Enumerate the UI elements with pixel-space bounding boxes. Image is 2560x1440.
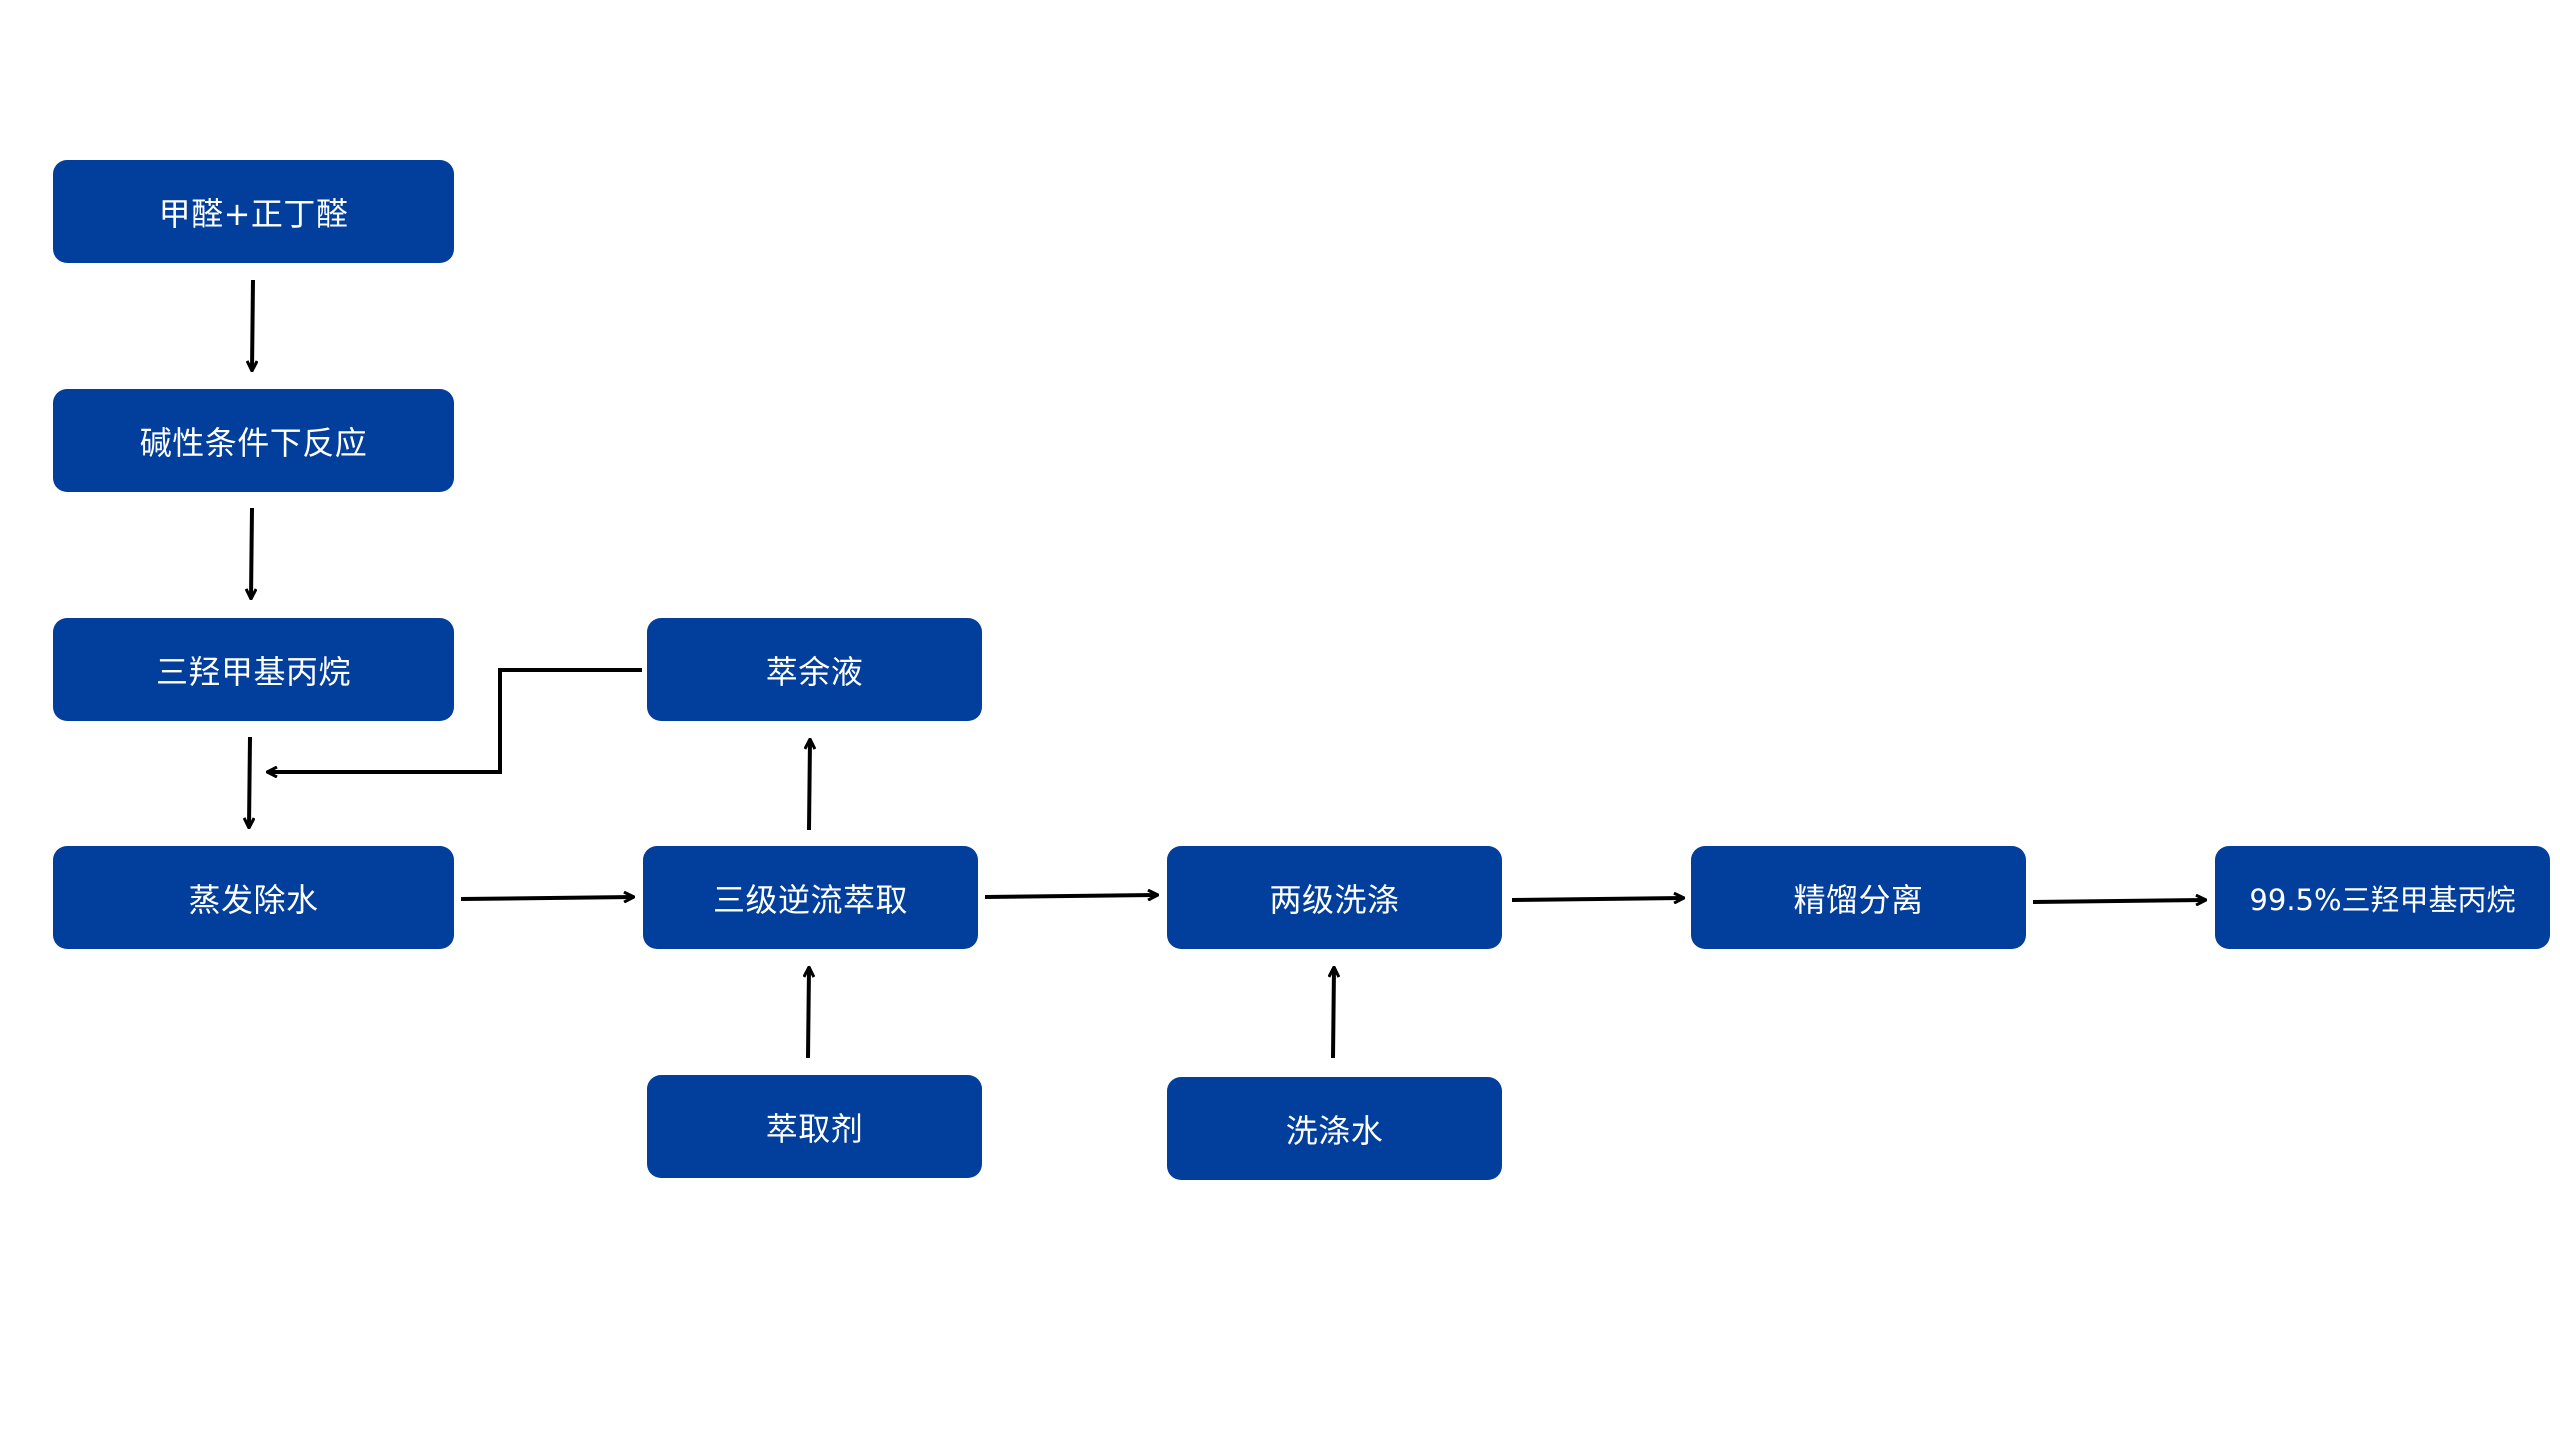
arrow-n10-n11 <box>2032 900 2205 902</box>
node-label: 甲醛+正丁醛 <box>158 194 349 233</box>
arrow-n1-n2 <box>252 279 253 370</box>
node-label: 蒸发除水 <box>188 880 319 919</box>
node-label: 洗涤水 <box>1285 1111 1384 1150</box>
arrow-n9-n8 <box>1333 968 1334 1059</box>
arrow-n4-n6 <box>460 897 633 899</box>
node-distillation-separation: 精馏分离 <box>1691 846 2026 949</box>
node-trimethylolpropane: 三羟甲基丙烷 <box>53 618 454 721</box>
node-extractant: 萃取剂 <box>647 1075 982 1178</box>
arrow-n2-n3 <box>251 507 252 598</box>
node-three-stage-countercurrent-extraction: 三级逆流萃取 <box>643 846 978 949</box>
node-alkaline-reaction: 碱性条件下反应 <box>53 389 454 492</box>
node-label: 萃余液 <box>765 652 864 691</box>
node-wash-water: 洗涤水 <box>1167 1077 1502 1180</box>
node-label: 精馏分离 <box>1793 880 1924 919</box>
arrow-n8-n10 <box>1511 898 1683 900</box>
node-label: 三级逆流萃取 <box>712 880 908 919</box>
arrow-n3-n4 <box>249 736 250 827</box>
node-raffinate: 萃余液 <box>647 618 982 721</box>
node-label: 三羟甲基丙烷 <box>155 652 351 691</box>
node-label: 萃取剂 <box>765 1109 864 1148</box>
node-evaporation-dewatering: 蒸发除水 <box>53 846 454 949</box>
node-label: 99.5%三羟甲基丙烷 <box>2249 882 2516 917</box>
node-label: 两级洗涤 <box>1269 880 1400 919</box>
arrow-n7-n6 <box>808 968 809 1059</box>
node-label: 碱性条件下反应 <box>139 423 368 462</box>
node-two-stage-washing: 两级洗涤 <box>1167 846 1502 949</box>
node-product-995-tmp: 99.5%三羟甲基丙烷 <box>2215 846 2550 949</box>
node-formaldehyde-butyraldehyde: 甲醛+正丁醛 <box>53 160 454 263</box>
arrow-n6-n8 <box>984 895 1157 897</box>
arrow-n6-n5 <box>809 740 810 831</box>
